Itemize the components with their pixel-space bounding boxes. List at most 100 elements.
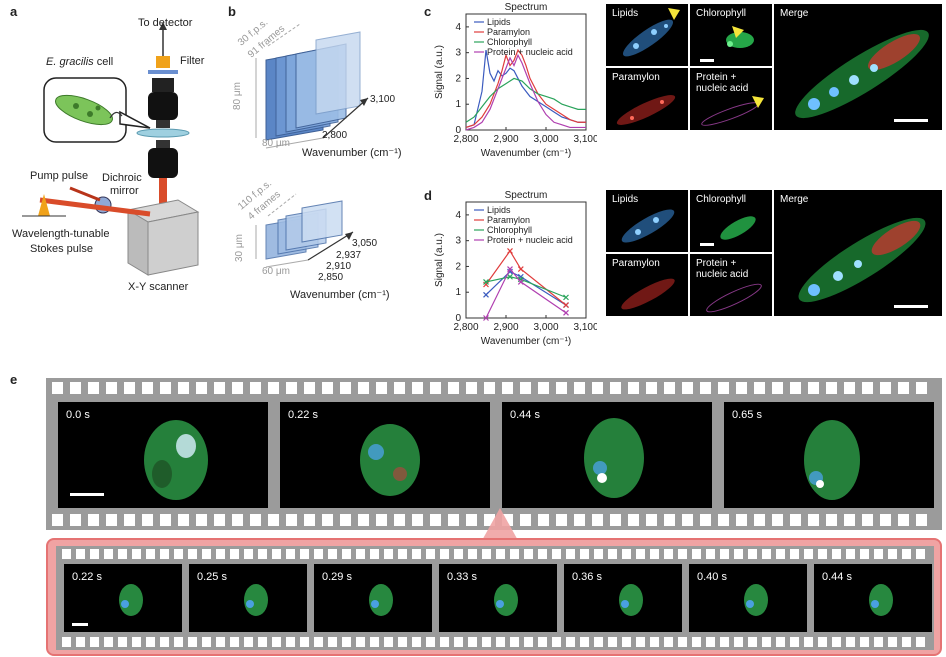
scale-bar [70,493,104,496]
micro-d-label-merge: Merge [780,194,809,205]
series-line-paramylon [465,48,586,128]
bottom-wn-4: 2,850 [318,272,344,283]
xy-scanner-cube [147,211,199,276]
series-line-chlorophyll [485,276,567,298]
data-point-marker [517,266,524,272]
film-perforation [628,382,639,394]
data-point-marker [507,266,513,272]
legend-label: Protein + nucleic acid [487,47,573,57]
label-cell-species: E. gracilis [46,56,94,68]
film-perforation [384,637,393,647]
film-frame-small: 0.44 s [814,564,932,632]
frame-time: 0.29 s [322,571,352,583]
panel-label-c: c [424,4,432,19]
film-perforation [132,637,141,647]
panel-label-d: d [424,188,432,203]
film-perforation [106,514,117,526]
film-perforation [448,382,459,394]
film-perforation [52,382,63,394]
data-point-marker [507,273,513,280]
film-perforation [880,382,891,394]
micro-d-label-lipids: Lipids [612,194,639,205]
film-perforation [268,382,279,394]
film-perforation [412,549,421,559]
film-perforation [594,549,603,559]
film-perforation [874,637,883,647]
frame-time: 0.44 s [510,409,540,421]
film-perforation [174,637,183,647]
film-perforation [664,549,673,559]
film-perforation [804,637,813,647]
scale-bar [72,623,88,626]
film-frame-small: 0.40 s [689,564,807,632]
film-perforation [356,637,365,647]
plot-frame [465,201,587,319]
film-perforation [734,637,743,647]
film-perforation [328,549,337,559]
film-perforation [826,382,837,394]
micrograph-d-protein: Protein + nucleic acid [690,254,772,316]
x-axis-label: Wavenumber (cm⁻¹) [481,148,571,159]
film-perforation [376,514,387,526]
film-perforation [844,514,855,526]
film-perforation [832,549,841,559]
film-perforation [804,549,813,559]
film-perforation [202,549,211,559]
film-perforation [412,514,423,526]
film-perforation [142,514,153,526]
series-line-protein-nucleic-acid [485,267,567,319]
film-perforation [574,382,585,394]
film-perforation [808,514,819,526]
film-perforation [104,549,113,559]
frame-time: 0.36 s [572,571,602,583]
film-perforation [846,637,855,647]
film-perforation [556,382,567,394]
chart-title: Spectrum [505,2,548,13]
legend-label: Lipids [487,17,511,27]
film-perforation [524,637,533,647]
film-perforation [748,549,757,559]
film-perforation [118,549,127,559]
film-perforation [692,549,701,559]
micro-d-label-protein: Protein + nucleic acid [696,258,749,280]
data-point-marker [483,278,489,285]
film-perforation [772,514,783,526]
film-perforation [484,382,495,394]
film-perforation [52,514,63,526]
film-perforation [454,549,463,559]
film-perforation [502,382,513,394]
film-perforation [720,549,729,559]
film-perforation [628,514,639,526]
label-cell-suffix: cell [93,56,114,68]
data-point-marker [517,278,524,285]
film-perforation [844,382,855,394]
film-perforation [664,637,673,647]
film-perforation [862,514,873,526]
top-frame-stack [255,23,369,149]
film-perforation [482,549,491,559]
top-axis-label: Wavenumber (cm⁻¹) [302,147,402,159]
data-point-marker [563,294,569,301]
data-point-marker [507,248,513,254]
film-perforation [146,637,155,647]
film-perforation [538,637,547,647]
bottom-wavenumber-axis [307,231,354,261]
film-perforation [258,637,267,647]
film-perforation [592,514,603,526]
film-perforation [430,514,441,526]
film-perforation [706,549,715,559]
film-perforation [188,549,197,559]
x-tick-label: 2,800 [453,134,478,145]
film-perforation [790,549,799,559]
film-perforation [482,637,491,647]
film-perforation [412,382,423,394]
frame-time: 0.25 s [197,571,227,583]
film-perforation [286,514,297,526]
film-perforation [232,382,243,394]
x-tick-label: 3,000 [533,322,558,333]
bottom-wn-2: 2,937 [336,250,362,261]
film-perforation [776,637,785,647]
arrowhead-marker [732,26,744,38]
micrograph-d-chlorophyll: Chlorophyll [690,190,772,252]
film-perforation [146,549,155,559]
